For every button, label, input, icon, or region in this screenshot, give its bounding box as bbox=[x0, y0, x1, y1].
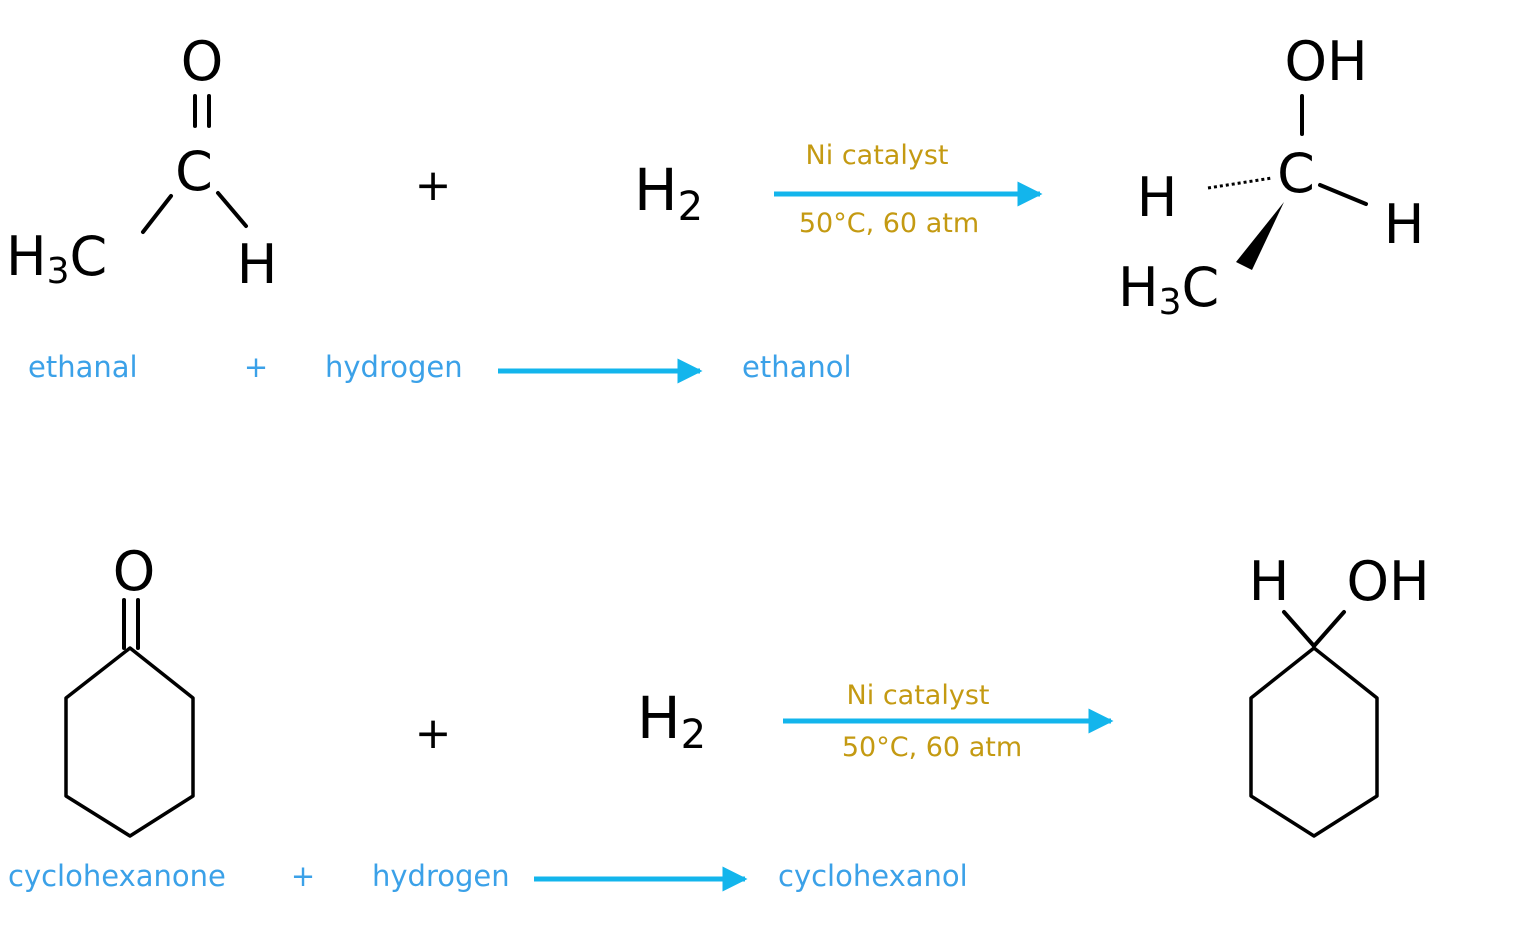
name-cyclohexanol: cyclohexanol bbox=[778, 859, 968, 893]
bond-c-h bbox=[1282, 610, 1316, 648]
bond-c-ch3 bbox=[141, 194, 173, 234]
atom-hydrogen: H bbox=[1249, 550, 1290, 613]
hydrogen-molecule: H2 bbox=[634, 156, 703, 230]
atom-hydroxyl: OH bbox=[1284, 30, 1367, 93]
atom-hydrogen-right: H bbox=[1384, 193, 1425, 256]
condition-catalyst: Ni catalyst bbox=[806, 140, 949, 171]
atom-oxygen: O bbox=[181, 30, 224, 93]
word-plus: + bbox=[291, 859, 315, 893]
hashed-bond bbox=[1207, 176, 1273, 190]
wedge-bond bbox=[1236, 202, 1284, 270]
ethanol-structure: OH C H H H3C bbox=[1118, 30, 1424, 323]
condition-catalyst: Ni catalyst bbox=[847, 680, 990, 711]
atom-hydrogen-left: H bbox=[1137, 166, 1178, 229]
bond-c-h bbox=[216, 191, 248, 228]
name-hydrogen: hydrogen bbox=[325, 350, 463, 384]
cyclohexanone-structure: O bbox=[64, 540, 195, 838]
atom-hydroxyl: OH bbox=[1346, 550, 1429, 613]
hydrogen-molecule: H2 bbox=[637, 684, 706, 758]
plus-sign: + bbox=[415, 160, 452, 211]
reaction-1: O C H H3C + H2 Ni catalyst 50°C, 60 atm … bbox=[6, 30, 1424, 384]
condition-temp-pressure: 50°C, 60 atm bbox=[842, 732, 1022, 763]
reaction-2: O + H2 Ni catalyst 50°C, 60 atm H OH cyc… bbox=[8, 540, 1430, 893]
condition-temp-pressure: 50°C, 60 atm bbox=[799, 208, 979, 239]
plus-sign: + bbox=[415, 708, 452, 759]
name-ethanol: ethanol bbox=[742, 350, 852, 384]
cyclohexanol-structure: H OH bbox=[1249, 550, 1430, 838]
atom-hydrogen: H bbox=[237, 233, 278, 296]
methyl-group: H3C bbox=[6, 225, 107, 292]
name-hydrogen: hydrogen bbox=[372, 859, 510, 893]
atom-carbon: C bbox=[175, 140, 213, 203]
atom-carbon: C bbox=[1277, 142, 1315, 205]
methyl-group: H3C bbox=[1118, 256, 1219, 323]
bond-c-oh bbox=[1312, 610, 1346, 648]
cyclohexane-ring bbox=[1249, 646, 1379, 838]
atom-oxygen: O bbox=[113, 540, 156, 603]
name-ethanal: ethanal bbox=[28, 350, 138, 384]
name-cyclohexanone: cyclohexanone bbox=[8, 859, 226, 893]
word-plus: + bbox=[244, 350, 268, 384]
cyclohexane-ring bbox=[64, 646, 195, 838]
bond-c-h-right bbox=[1318, 183, 1368, 206]
ethanal-structure: O C H H3C bbox=[6, 30, 277, 296]
